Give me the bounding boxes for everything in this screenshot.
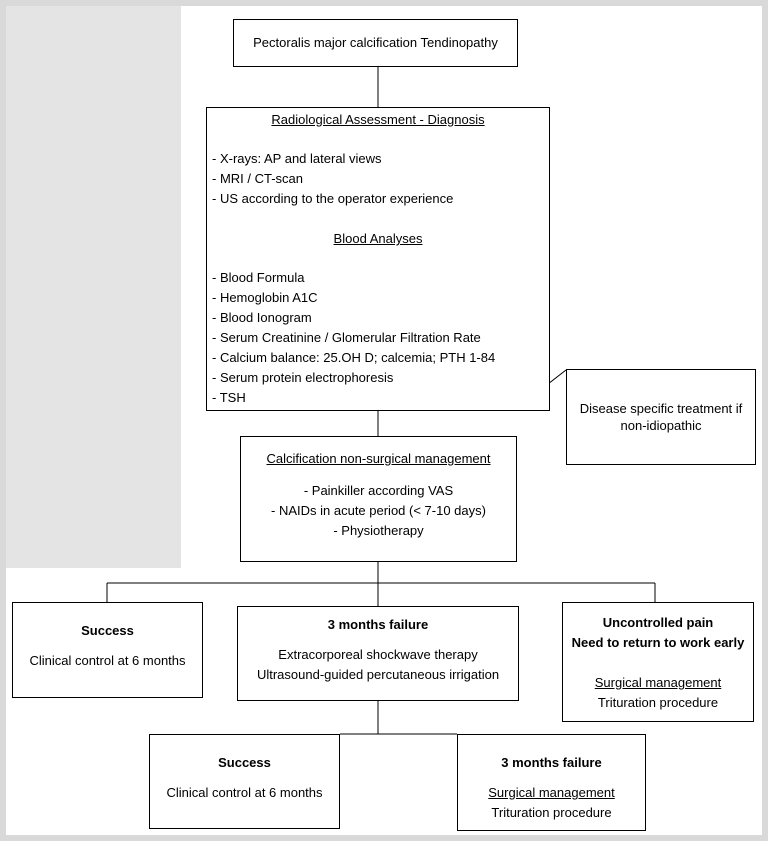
imaging-item: - MRI / CT-scan (212, 171, 304, 186)
background-shading (6, 6, 181, 568)
assessment-heading: Radiological Assessment - Diagnosis (271, 112, 485, 127)
side-text: Disease specific treatment if non-idiopa… (579, 401, 743, 433)
nonsurgical-list: - Painkiller according VAS - NAIDs in ac… (241, 481, 516, 541)
connector-assessment-to-side (547, 369, 567, 385)
top-box: Pectoralis major calcification Tendinopa… (233, 19, 518, 67)
uncontrolled-procedure: Trituration procedure (597, 695, 719, 710)
success1-title: Success (81, 623, 134, 638)
top-title: Pectoralis major calcification Tendinopa… (253, 35, 498, 50)
uncontrolled-title2: Need to return to work early (571, 635, 745, 650)
blood-item: - Serum protein electrophoresis (212, 370, 394, 385)
failure2-procedure: Trituration procedure (491, 805, 612, 820)
success1-box: Success Clinical control at 6 months (12, 602, 203, 698)
blood-item: - Calcium balance: 25.OH D; calcemia; PT… (212, 350, 496, 365)
nonsurgical-item: - Physiotherapy (333, 523, 424, 538)
nonsurgical-heading: Calcification non-surgical management (266, 451, 491, 466)
blood-heading: Blood Analyses (333, 231, 423, 246)
failure1-title: 3 months failure (327, 617, 429, 632)
imaging-list: - X-rays: AP and lateral views - MRI / C… (212, 149, 549, 209)
blood-item: - Serum Creatinine / Glomerular Filtrati… (212, 330, 481, 345)
failure2-surgical: Surgical management (488, 785, 615, 800)
failure1-line: Ultrasound-guided percutaneous irrigatio… (256, 667, 500, 682)
failure2-box: 3 months failure Surgical management Tri… (457, 734, 646, 831)
nonsurgical-item: - Painkiller according VAS (303, 483, 454, 498)
blood-item: - Blood Formula (212, 270, 305, 285)
nonsurgical-box: Calcification non-surgical management - … (240, 436, 517, 562)
side-box: Disease specific treatment if non-idiopa… (566, 369, 756, 465)
nonsurgical-item: - NAIDs in acute period (< 7-10 days) (271, 503, 486, 518)
imaging-item: - US according to the operator experienc… (212, 191, 454, 206)
uncontrolled-title1: Uncontrolled pain (602, 615, 714, 630)
success2-text: Clinical control at 6 months (166, 785, 323, 800)
imaging-item: - X-rays: AP and lateral views (212, 151, 382, 166)
blood-item: - Blood Ionogram (212, 310, 312, 325)
blood-item: - TSH (212, 390, 246, 405)
uncontrolled-surgical: Surgical management (594, 675, 722, 690)
success2-title: Success (218, 755, 271, 770)
uncontrolled-box: Uncontrolled pain Need to return to work… (562, 602, 754, 722)
failure1-box: 3 months failure Extracorporeal shockwav… (237, 606, 519, 701)
failure1-line: Extracorporeal shockwave therapy (278, 647, 478, 662)
blood-list: - Blood Formula - Hemoglobin A1C - Blood… (212, 268, 549, 408)
failure2-title: 3 months failure (501, 755, 602, 770)
success2-box: Success Clinical control at 6 months (149, 734, 340, 829)
blood-item: - Hemoglobin A1C (212, 290, 318, 305)
failure1-lines: Extracorporeal shockwave therapy Ultraso… (238, 645, 518, 685)
success1-text: Clinical control at 6 months (29, 653, 186, 668)
assessment-box: Radiological Assessment - Diagnosis - X-… (206, 107, 550, 411)
